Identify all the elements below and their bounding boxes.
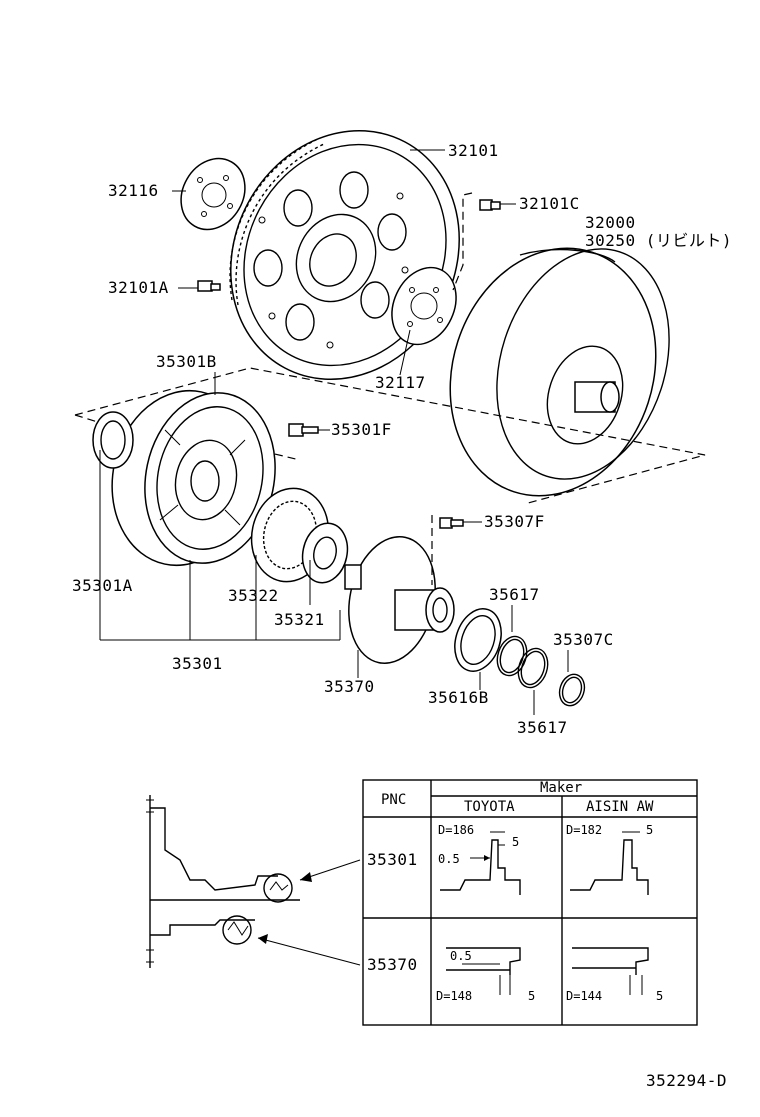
stator-shaft: [344, 536, 455, 664]
seal-ring-35617-b: [517, 647, 549, 689]
table-header-aisin: AISIN AW: [586, 799, 654, 815]
oil-seal: [92, 411, 134, 469]
table-row-pnc-35370: 35370: [367, 955, 418, 974]
label-32101C: 32101C: [519, 194, 580, 213]
label-35301: 35301: [172, 654, 223, 673]
label-35307C: 35307C: [553, 630, 614, 649]
label-32101: 32101: [448, 141, 499, 160]
seal-ring-35616B: [454, 608, 502, 672]
label-35617-top: 35617: [489, 585, 540, 604]
torque-converter: [449, 247, 670, 497]
label-32116: 32116: [108, 181, 159, 200]
table-header-pnc: PNC: [381, 792, 406, 808]
label-35307F: 35307F: [484, 512, 545, 531]
bolt-leader-32101C: [452, 192, 473, 291]
table-row-pnc-35301: 35301: [367, 850, 418, 869]
label-35321: 35321: [274, 610, 325, 629]
toyota-35301-offset: 0.5: [438, 852, 460, 866]
leader-lines: [99, 149, 569, 715]
toyota-35301-diameter: D=186: [438, 823, 474, 837]
label-32101A: 32101A: [108, 278, 169, 297]
bolt-35307F: [439, 517, 464, 529]
oil-pump-body: [111, 389, 276, 567]
label-35301B: 35301B: [156, 352, 217, 371]
label-30250: 30250 (リビルト): [585, 231, 732, 250]
aisin-35370-diameter: D=144: [566, 989, 602, 1003]
label-35301A: 35301A: [72, 576, 133, 595]
profile-35301-aisin: [570, 831, 649, 895]
aisin-35301-diameter: D=182: [566, 823, 602, 837]
toyota-35301-step: 5: [512, 835, 519, 849]
toyota-35370-step: 5: [528, 989, 535, 1003]
toyota-35370-offset: 0.5: [450, 949, 472, 963]
aisin-35301-step: 5: [646, 823, 653, 837]
figure-id: 352294-D: [646, 1071, 727, 1090]
label-35370: 35370: [324, 677, 375, 696]
table-header-maker: Maker: [540, 780, 582, 796]
profile-35370-toyota: [446, 947, 521, 995]
cross-section-sketch: [146, 795, 361, 968]
label-35301F: 35301F: [331, 420, 392, 439]
bolt-32101C: [479, 199, 501, 211]
drive-gear: [301, 522, 349, 584]
seal-ring-35617-a: [496, 635, 528, 677]
seal-ring-35307C: [558, 673, 586, 707]
bolt-35301F: [288, 423, 319, 437]
profile-35301-toyota: [440, 831, 521, 895]
profile-35370-aisin: [572, 947, 649, 995]
label-32000: 32000: [585, 213, 636, 232]
aisin-35370-step: 5: [656, 989, 663, 1003]
label-35617-bottom: 35617: [517, 718, 568, 737]
spacer-plate-front: [180, 157, 246, 231]
toyota-35370-diameter: D=148: [436, 989, 472, 1003]
label-32117: 32117: [375, 373, 426, 392]
label-35616B: 35616B: [428, 688, 489, 707]
label-35322: 35322: [228, 586, 279, 605]
table-header-toyota: TOYOTA: [464, 799, 515, 815]
spec-table: PNC Maker TOYOTA AISIN AW 35301 35370 D=…: [362, 779, 698, 1026]
bolt-32101A: [197, 280, 221, 292]
